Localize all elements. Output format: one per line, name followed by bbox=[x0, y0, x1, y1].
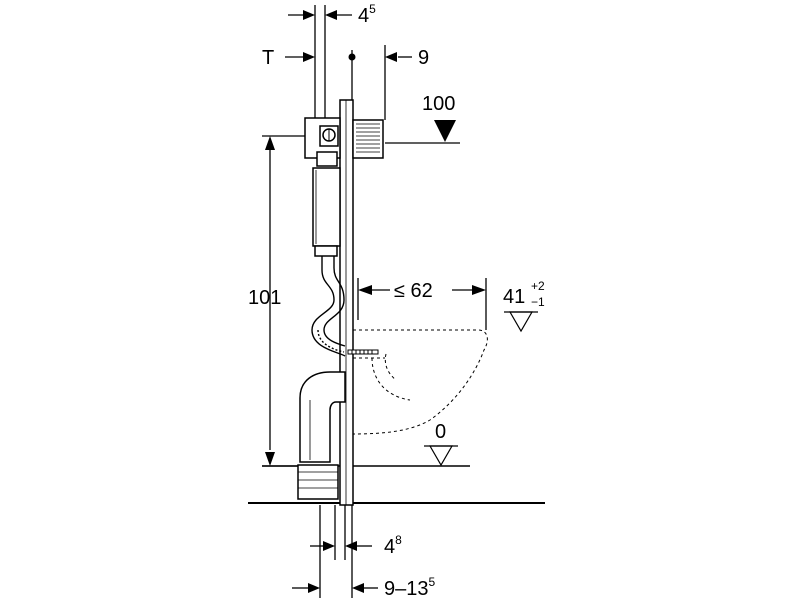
label-wall-range: 9–135 bbox=[384, 575, 436, 600]
label-floor-level: 0 bbox=[435, 421, 446, 443]
mounting-bolts bbox=[347, 349, 379, 355]
arrow-frame-bottom bbox=[265, 452, 275, 466]
label-bowl-reach: ≤ 62 bbox=[394, 280, 433, 302]
arrow-frame-top bbox=[265, 136, 275, 150]
arrow-reach-left bbox=[358, 285, 372, 295]
dim-bowl-reach bbox=[357, 278, 487, 330]
arrow-top-gap-left bbox=[303, 10, 315, 20]
arrow-bottom-gap-right bbox=[345, 541, 357, 551]
dim-bowl-height bbox=[504, 311, 538, 333]
waste-pipe bbox=[297, 371, 346, 500]
label-cistern-height: 100 bbox=[422, 93, 455, 115]
arrow-reach-right bbox=[472, 285, 486, 295]
label-bowl-height-tol-bottom: −1 bbox=[531, 295, 545, 309]
arrow-wall-range-right bbox=[352, 583, 364, 593]
arrow-t bbox=[303, 52, 315, 62]
label-frame-height: 101 bbox=[248, 287, 281, 309]
dim-pipe-offset bbox=[351, 45, 412, 120]
arrow-pipe-offset bbox=[385, 52, 397, 62]
dim-cistern-height bbox=[385, 120, 460, 144]
dim-top-gap bbox=[288, 5, 352, 130]
dim-bottom-gap bbox=[310, 505, 372, 560]
label-bottom-gap: 48 bbox=[384, 533, 402, 558]
centre-mark bbox=[348, 53, 356, 61]
label-bowl-height: 41 bbox=[503, 286, 525, 308]
flush-pipe bbox=[311, 256, 346, 357]
label-pipe-offset: 9 bbox=[418, 47, 429, 69]
ribbed-element bbox=[356, 123, 380, 153]
label-top-gap: 45 bbox=[358, 2, 376, 27]
toilet-bowl-outline bbox=[352, 329, 488, 435]
arrow-bottom-gap-left bbox=[323, 541, 335, 551]
dim-floor-level bbox=[424, 445, 458, 467]
label-t: T bbox=[262, 47, 274, 69]
installation-frame bbox=[304, 99, 384, 506]
arrow-wall-range-left bbox=[308, 583, 320, 593]
arrow-top-gap-right bbox=[325, 10, 337, 20]
dim-wall-range bbox=[292, 505, 378, 598]
label-bowl-height-tol-top: +2 bbox=[531, 279, 545, 293]
level-marker-100 bbox=[434, 120, 456, 142]
